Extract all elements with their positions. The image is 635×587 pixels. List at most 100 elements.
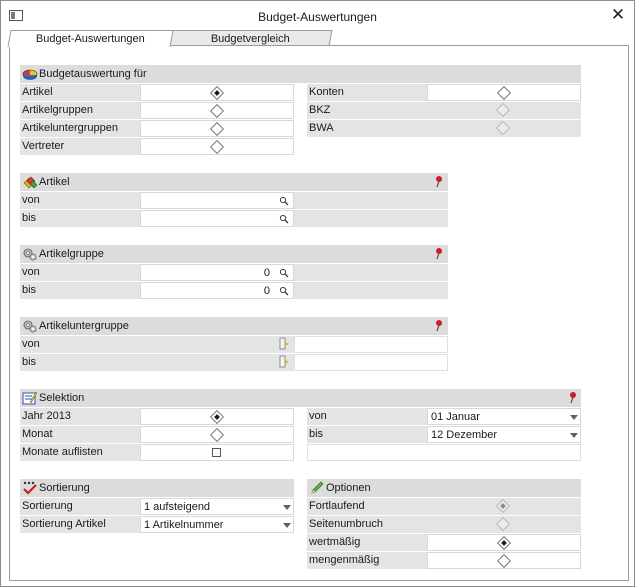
selection-icon — [22, 391, 38, 405]
select-list-icon[interactable] — [279, 355, 290, 368]
radio-bwa — [427, 120, 581, 137]
chevron-down-icon[interactable] — [568, 427, 580, 442]
checkbox-monate-auflisten[interactable] — [140, 444, 294, 461]
tab-border — [9, 45, 629, 46]
close-button[interactable]: ✕ — [610, 5, 626, 24]
row-label-vertreter: Vertreter — [20, 138, 140, 155]
label-selektion-bis: bis — [307, 426, 427, 443]
chevron-down-icon[interactable] — [281, 499, 293, 514]
select-list-icon[interactable] — [279, 337, 290, 350]
pencil-icon — [311, 481, 324, 494]
pin-icon[interactable] — [568, 391, 578, 404]
section-header-artikelgruppe: Artikelgruppe — [20, 245, 448, 263]
dropdown-selektion-bis[interactable]: 12 Dezember — [427, 426, 581, 443]
radio-diamond-disabled — [495, 498, 511, 514]
input-artikeluntergruppe-von — [140, 336, 294, 353]
radio-diamond[interactable] — [209, 103, 225, 119]
label-sortierung: Sortierung — [20, 498, 140, 515]
radio-diamond[interactable] — [496, 535, 512, 551]
radio-seitenumbruch — [427, 516, 581, 533]
section-title: Selektion — [39, 392, 85, 404]
sort-check-icon — [23, 481, 37, 495]
section-title: Sortierung — [39, 482, 90, 494]
articles-icon — [23, 176, 38, 189]
input-artikelgruppe-von[interactable]: 0 — [140, 264, 294, 281]
radio-jahr[interactable] — [140, 408, 294, 425]
row-label-monat: Monat — [20, 426, 140, 443]
section-header-budgetauswertung: Budgetauswertung für — [20, 65, 581, 83]
input-artikelgruppe-bis[interactable]: 0 — [140, 282, 294, 299]
pin-icon[interactable] — [434, 319, 444, 332]
row-label-bwa: BWA — [307, 120, 427, 137]
radio-diamond[interactable] — [209, 85, 225, 101]
chevron-down-icon[interactable] — [281, 517, 293, 532]
dropdown-selektion-von[interactable]: 01 Januar — [427, 408, 581, 425]
input-artikel-bis[interactable] — [140, 210, 294, 227]
radio-fortlaufend — [427, 498, 581, 515]
section-title: Artikeluntergruppe — [39, 320, 129, 332]
section-title: Artikelgruppe — [39, 248, 104, 260]
radio-monat[interactable] — [140, 426, 294, 443]
label-artikelgruppe-von: von — [20, 264, 140, 281]
label-sortierung-artikel: Sortierung Artikel — [20, 516, 140, 533]
radio-artikelgruppen[interactable] — [140, 102, 294, 119]
chevron-down-icon[interactable] — [568, 409, 580, 424]
dropdown-sortierung[interactable]: 1 aufsteigend — [140, 498, 294, 515]
radio-diamond[interactable] — [209, 121, 225, 137]
radio-artikeluntergruppen[interactable] — [140, 120, 294, 137]
title-bar: Budget-Auswertungen ✕ — [1, 1, 634, 31]
radio-konten[interactable] — [427, 84, 581, 101]
pie-chart-icon — [22, 69, 38, 80]
row-label-bkz: BKZ — [307, 102, 427, 119]
radio-diamond[interactable] — [209, 139, 225, 155]
input-artikeluntergruppe-bis — [140, 354, 294, 371]
checkbox[interactable] — [212, 448, 221, 457]
dropdown-sortierung-artikel[interactable]: 1 Artikelnummer — [140, 516, 294, 533]
radio-diamond[interactable] — [209, 427, 225, 443]
section-title: Artikel — [39, 176, 70, 188]
label-artikeluntergruppe-von: von — [20, 336, 140, 353]
row-label-artikelgruppen: Artikelgruppen — [20, 102, 140, 119]
tab-budget-auswertungen[interactable]: Budget-Auswertungen — [7, 30, 174, 47]
section-header-artikel: Artikel — [20, 173, 448, 191]
radio-wertmaessig[interactable] — [427, 534, 581, 551]
row-label-mengenmaessig: mengenmäßig — [307, 552, 427, 569]
label-artikel-von: von — [20, 192, 140, 209]
radio-mengenmaessig[interactable] — [427, 552, 581, 569]
row-label-artikel: Artikel — [20, 84, 140, 101]
radio-diamond[interactable] — [496, 85, 512, 101]
radio-diamond-disabled — [495, 102, 511, 118]
radio-diamond[interactable] — [496, 553, 512, 569]
label-selektion-von: von — [307, 408, 427, 425]
row-label-artikeluntergruppen: Artikeluntergruppen — [20, 120, 140, 137]
label-artikeluntergruppe-bis: bis — [20, 354, 140, 371]
row-label-fortlaufend: Fortlaufend — [307, 498, 427, 515]
section-title: Optionen — [326, 482, 371, 494]
app-window-icon — [9, 10, 23, 21]
row-label-wertmaessig: wertmäßig — [307, 534, 427, 551]
pin-icon[interactable] — [434, 175, 444, 188]
tab-bar: Budgetvergleich Budget-Auswertungen — [7, 30, 629, 47]
radio-diamond-disabled — [495, 120, 511, 136]
section-header-sortierung: Sortierung — [20, 479, 294, 497]
radio-artikel[interactable] — [140, 84, 294, 101]
row-label-konten: Konten — [307, 84, 427, 101]
window-title: Budget-Auswertungen — [258, 10, 377, 24]
tab-budgetvergleich[interactable]: Budgetvergleich — [167, 30, 333, 46]
search-icon[interactable] — [279, 286, 289, 296]
search-icon[interactable] — [279, 196, 289, 206]
section-title: Budgetauswertung für — [39, 68, 147, 80]
radio-vertreter[interactable] — [140, 138, 294, 155]
pin-icon[interactable] — [434, 247, 444, 260]
radio-bkz — [427, 102, 581, 119]
search-icon[interactable] — [279, 214, 289, 224]
label-artikelgruppe-bis: bis — [20, 282, 140, 299]
section-header-optionen: Optionen — [307, 479, 581, 497]
radio-diamond[interactable] — [209, 409, 225, 425]
label-artikel-bis: bis — [20, 210, 140, 227]
label-monate-auflisten: Monate auflisten — [20, 444, 140, 461]
row-label-jahr: Jahr 2013 — [20, 408, 140, 425]
search-icon[interactable] — [279, 268, 289, 278]
input-artikel-von[interactable] — [140, 192, 294, 209]
